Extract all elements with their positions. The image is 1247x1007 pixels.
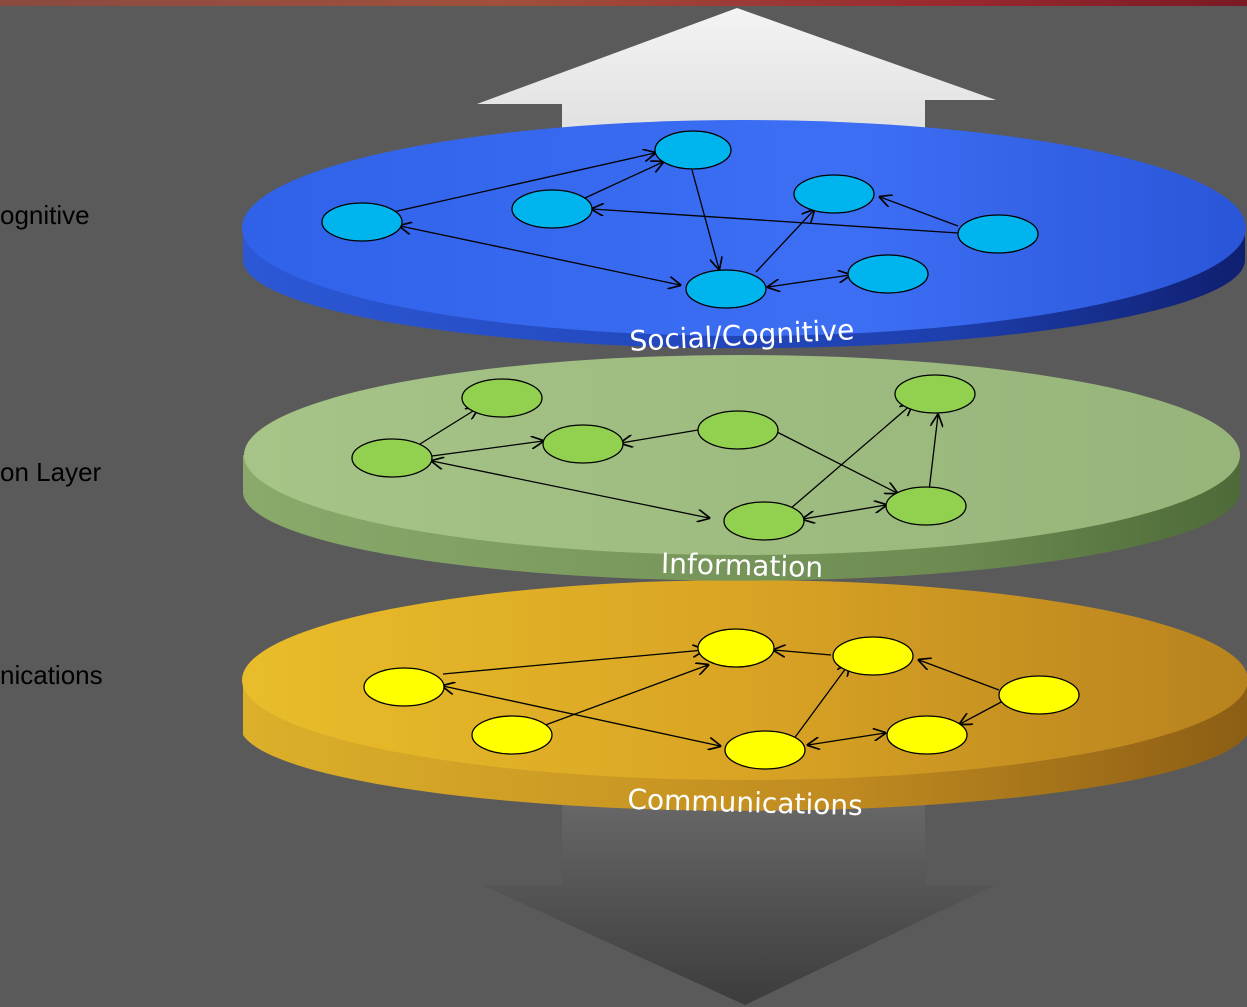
social-edges: [392, 153, 959, 287]
communications-nodes: [363, 628, 1080, 770]
label-information-layer: on Layer: [0, 457, 102, 487]
communications-edges: [443, 650, 1006, 746]
communications-layer: Communications: [242, 580, 1247, 822]
comm-node: [697, 628, 775, 668]
top-border-band: [0, 0, 1247, 6]
info-node: [351, 438, 433, 478]
information-caption: Information: [661, 547, 824, 584]
comm-node: [363, 667, 445, 707]
comm-node: [886, 715, 968, 755]
comm-node: [724, 730, 806, 770]
information-nodes: [351, 374, 976, 541]
upward-arrow: [477, 8, 996, 160]
info-node: [697, 410, 779, 450]
comm-node: [832, 636, 914, 676]
comm-node: [471, 715, 553, 755]
info-node: [894, 374, 976, 414]
social-node: [793, 174, 875, 214]
social-cognitive-layer: Social/Cognitive: [242, 120, 1246, 358]
social-node: [685, 269, 767, 309]
info-node: [885, 486, 967, 526]
social-nodes: [321, 130, 1039, 309]
social-node: [847, 254, 929, 294]
social-node: [957, 214, 1039, 254]
info-node: [723, 501, 805, 541]
social-node: [654, 130, 732, 170]
social-node: [511, 189, 593, 229]
downward-arrow: [482, 790, 995, 1005]
comm-node: [998, 675, 1080, 715]
info-node: [542, 424, 624, 464]
social-node: [321, 202, 403, 242]
label-communications: nications: [0, 660, 103, 690]
information-edges: [419, 404, 938, 519]
label-social-cognitive: ognitive: [0, 200, 90, 230]
information-layer: Information: [243, 355, 1240, 584]
info-node: [461, 378, 543, 418]
communications-caption: Communications: [627, 783, 863, 822]
